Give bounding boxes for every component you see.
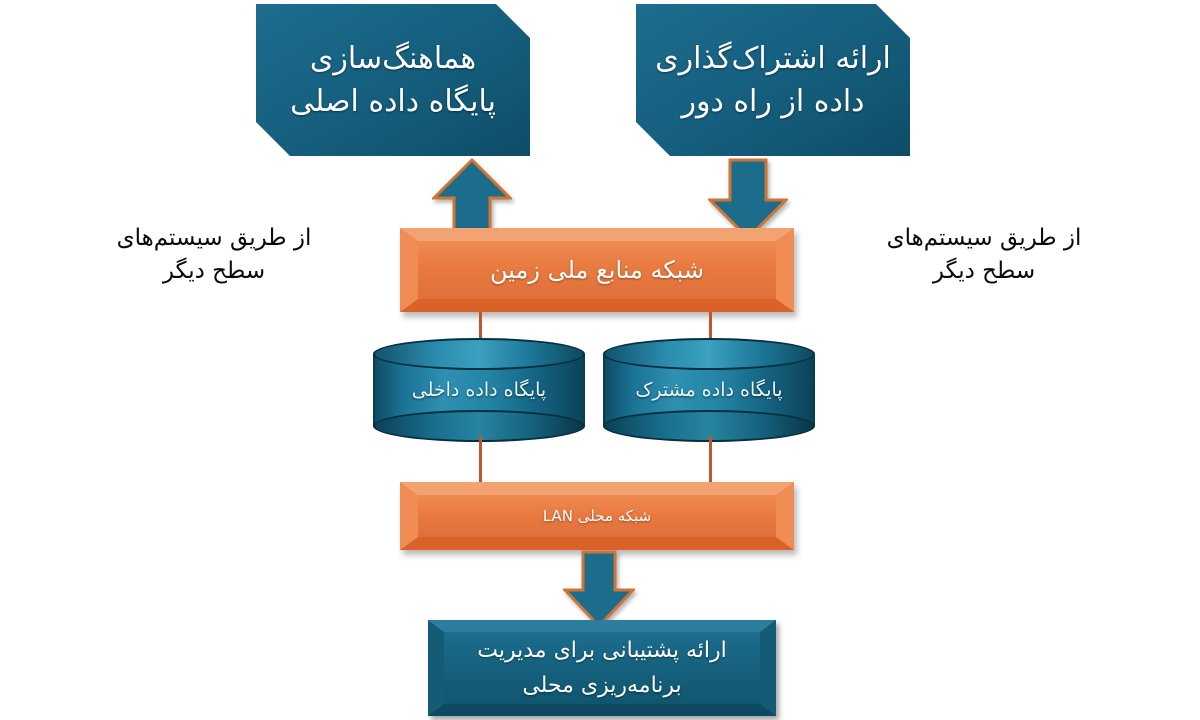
node-local-planning-management-support-line1: ارائه پشتیبانی برای مدیریت (477, 637, 727, 663)
connector-shared-db-to-lan (709, 436, 712, 484)
bar-local-area-network-face (418, 495, 776, 537)
cylinder-internal-database-top-cap (373, 338, 585, 370)
bar-local-area-network-label: شبکه محلی LAN (542, 507, 652, 525)
node-remote-data-sharing-text: ارائه اشتراک‌گذاری داده از راه دور (637, 37, 909, 124)
node-sync-main-database-text: هماهنگ‌سازی پایگاه داده اصلی (272, 37, 514, 124)
node-local-planning-management-support[interactable]: ارائه پشتیبانی برای مدیریت برنامه‌ریزی م… (428, 620, 776, 716)
left-caption: از طریق سیستم‌های سطح دیگر (98, 222, 330, 289)
bar-national-land-resource-network-face (418, 241, 776, 299)
cylinder-internal-database[interactable]: پایگاه داده داخلی (373, 338, 585, 442)
cylinder-shared-database-top-cap (603, 338, 815, 370)
arrow-down-to-bottom-box-icon (563, 550, 635, 628)
node-local-planning-management-support-face: ارائه پشتیبانی برای مدیریت برنامه‌ریزی م… (444, 632, 760, 704)
bar-national-land-resource-network[interactable]: شبکه منابع ملی زمین (400, 228, 794, 312)
node-remote-data-sharing-line1: ارائه اشتراک‌گذاری (655, 40, 891, 76)
node-sync-main-database[interactable]: هماهنگ‌سازی پایگاه داده اصلی (256, 4, 530, 156)
left-caption-line1: از طریق سیستم‌های (116, 225, 312, 251)
right-caption-line2: سطح دیگر (932, 258, 1036, 285)
node-local-planning-management-support-line2: برنامه‌ریزی محلی (522, 673, 682, 698)
connector-internal-db-to-lan (479, 436, 482, 484)
cylinder-internal-database-label: پایگاه داده داخلی (411, 379, 547, 401)
bar-national-land-resource-network-label: شبکه منابع ملی زمین (490, 256, 704, 284)
bar-local-area-network[interactable]: شبکه محلی LAN (400, 482, 794, 550)
node-sync-main-database-line1: هماهنگ‌سازی (309, 40, 477, 76)
node-remote-data-sharing-line2: داده از راه دور (681, 84, 865, 119)
connector-bar-to-internal-db (479, 312, 482, 352)
node-sync-main-database-line2: پایگاه داده اصلی (290, 84, 496, 119)
cylinder-shared-database-label: پایگاه داده مشترک (635, 379, 783, 401)
node-local-planning-management-support-text: ارائه پشتیبانی برای مدیریت برنامه‌ریزی م… (477, 633, 727, 703)
left-caption-line2: سطح دیگر (162, 258, 266, 285)
arrow-down-from-remote-box-icon (708, 158, 788, 240)
node-remote-data-sharing[interactable]: ارائه اشتراک‌گذاری داده از راه دور (636, 4, 910, 156)
right-caption: از طریق سیستم‌های سطح دیگر (868, 222, 1100, 289)
right-caption-line1: از طریق سیستم‌های (886, 225, 1082, 251)
cylinder-shared-database[interactable]: پایگاه داده مشترک (603, 338, 815, 442)
connector-bar-to-shared-db (709, 312, 712, 352)
